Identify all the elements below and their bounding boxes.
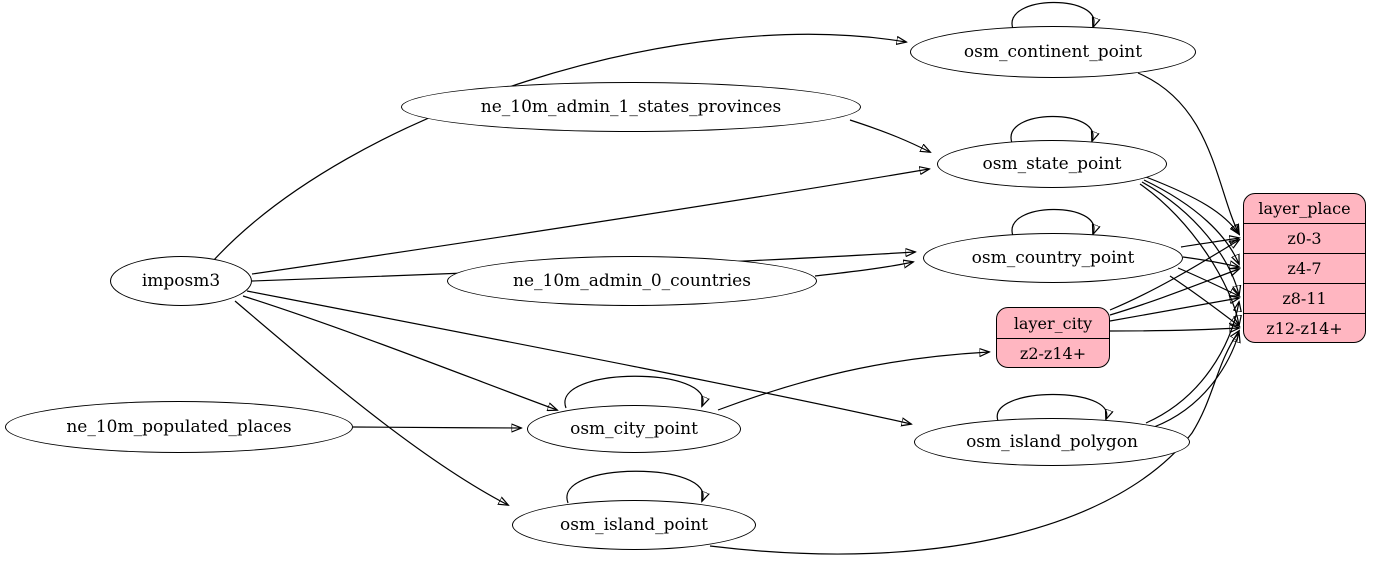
node-osm-state-point: osm_state_point bbox=[937, 140, 1167, 188]
node-osm-continent-point: osm_continent_point bbox=[910, 26, 1196, 78]
node-osm-continent-point-label: osm_continent_point bbox=[963, 42, 1143, 62]
record-layer-place-row-z8-11: z8-11 bbox=[1244, 283, 1365, 313]
edge-layercity-z12 bbox=[1109, 328, 1239, 331]
node-osm-state-point-label: osm_state_point bbox=[982, 154, 1122, 174]
node-ne-10m-admin-1-states-provinces-label: ne_10m_admin_1_states_provinces bbox=[480, 97, 782, 117]
edge-selfloop-continent bbox=[1011, 1, 1094, 30]
node-osm-city-point: osm_city_point bbox=[527, 405, 741, 453]
edge-country-z4 bbox=[1182, 256, 1239, 267]
edge-state-z8 bbox=[1141, 181, 1239, 295]
edge-islandpolygon-z12 bbox=[1153, 333, 1239, 428]
node-ne-10m-admin-0-countries-label: ne_10m_admin_0_countries bbox=[513, 271, 751, 291]
edge-country-z12 bbox=[1169, 275, 1239, 326]
edge-ne1-state bbox=[849, 119, 930, 152]
edge-state-z0 bbox=[1145, 176, 1239, 234]
node-osm-city-point-label: osm_city_point bbox=[570, 419, 698, 439]
edge-nepop-city bbox=[352, 427, 521, 428]
node-osm-country-point: osm_country_point bbox=[923, 233, 1183, 283]
edge-selfloop-state bbox=[1010, 115, 1093, 144]
edge-selfloop-city bbox=[564, 375, 703, 409]
record-layer-city: layer_city z2-z14+ bbox=[996, 307, 1110, 368]
node-ne-10m-admin-1-states-provinces: ne_10m_admin_1_states_provinces bbox=[401, 82, 861, 132]
node-osm-country-point-label: osm_country_point bbox=[971, 248, 1135, 268]
node-imposm3-label: imposm3 bbox=[141, 271, 221, 291]
record-layer-city-title: layer_city bbox=[1013, 313, 1093, 333]
record-layer-place-title: layer_place bbox=[1258, 199, 1351, 218]
edge-imposm3-islandpolygon bbox=[246, 290, 911, 424]
edge-layercity-z8 bbox=[1109, 298, 1239, 322]
record-layer-place-row-z4-7: z4-7 bbox=[1244, 253, 1365, 283]
node-osm-island-point-label: osm_island_point bbox=[560, 515, 708, 535]
node-osm-island-polygon-label: osm_island_polygon bbox=[966, 432, 1138, 452]
node-ne-10m-admin-0-countries: ne_10m_admin_0_countries bbox=[447, 256, 817, 306]
edge-selfloop-islandpoint bbox=[566, 470, 703, 504]
record-layer-place-row-z0-3: z0-3 bbox=[1244, 223, 1365, 253]
edge-city-layercity bbox=[717, 352, 989, 411]
record-layer-place-row-z12-z14: z12-z14+ bbox=[1244, 313, 1365, 342]
edge-imposm3-state bbox=[251, 169, 929, 275]
edge-layercity-z4 bbox=[1109, 269, 1239, 316]
edge-selfloop-country bbox=[1011, 208, 1094, 237]
record-layer-place: layer_place z0-3 z4-7 z8-11 z12-z14+ bbox=[1243, 193, 1366, 343]
edge-imposm3-continent bbox=[212, 33, 906, 262]
edge-selfloop-islandpolygon bbox=[996, 393, 1107, 422]
edge-islandpolygon-z8 bbox=[1145, 302, 1239, 424]
edge-ne0-country bbox=[814, 262, 913, 277]
edge-layercity-z0 bbox=[1109, 240, 1239, 311]
node-ne-10m-populated-places-label: ne_10m_populated_places bbox=[66, 417, 292, 437]
node-imposm3: imposm3 bbox=[110, 256, 252, 306]
node-osm-island-polygon: osm_island_polygon bbox=[914, 418, 1190, 466]
node-ne-10m-populated-places: ne_10m_populated_places bbox=[5, 401, 353, 453]
edge-imposm3-islandpoint bbox=[234, 300, 508, 505]
edge-continent-z0 bbox=[1137, 72, 1239, 234]
edge-islandpoint-z12 bbox=[709, 331, 1239, 555]
edge-imposm3-city bbox=[242, 295, 557, 410]
node-osm-island-point: osm_island_point bbox=[512, 500, 756, 550]
edge-state-z4 bbox=[1143, 179, 1239, 264]
record-layer-city-row-z2-z14: z2-z14+ bbox=[997, 338, 1109, 367]
